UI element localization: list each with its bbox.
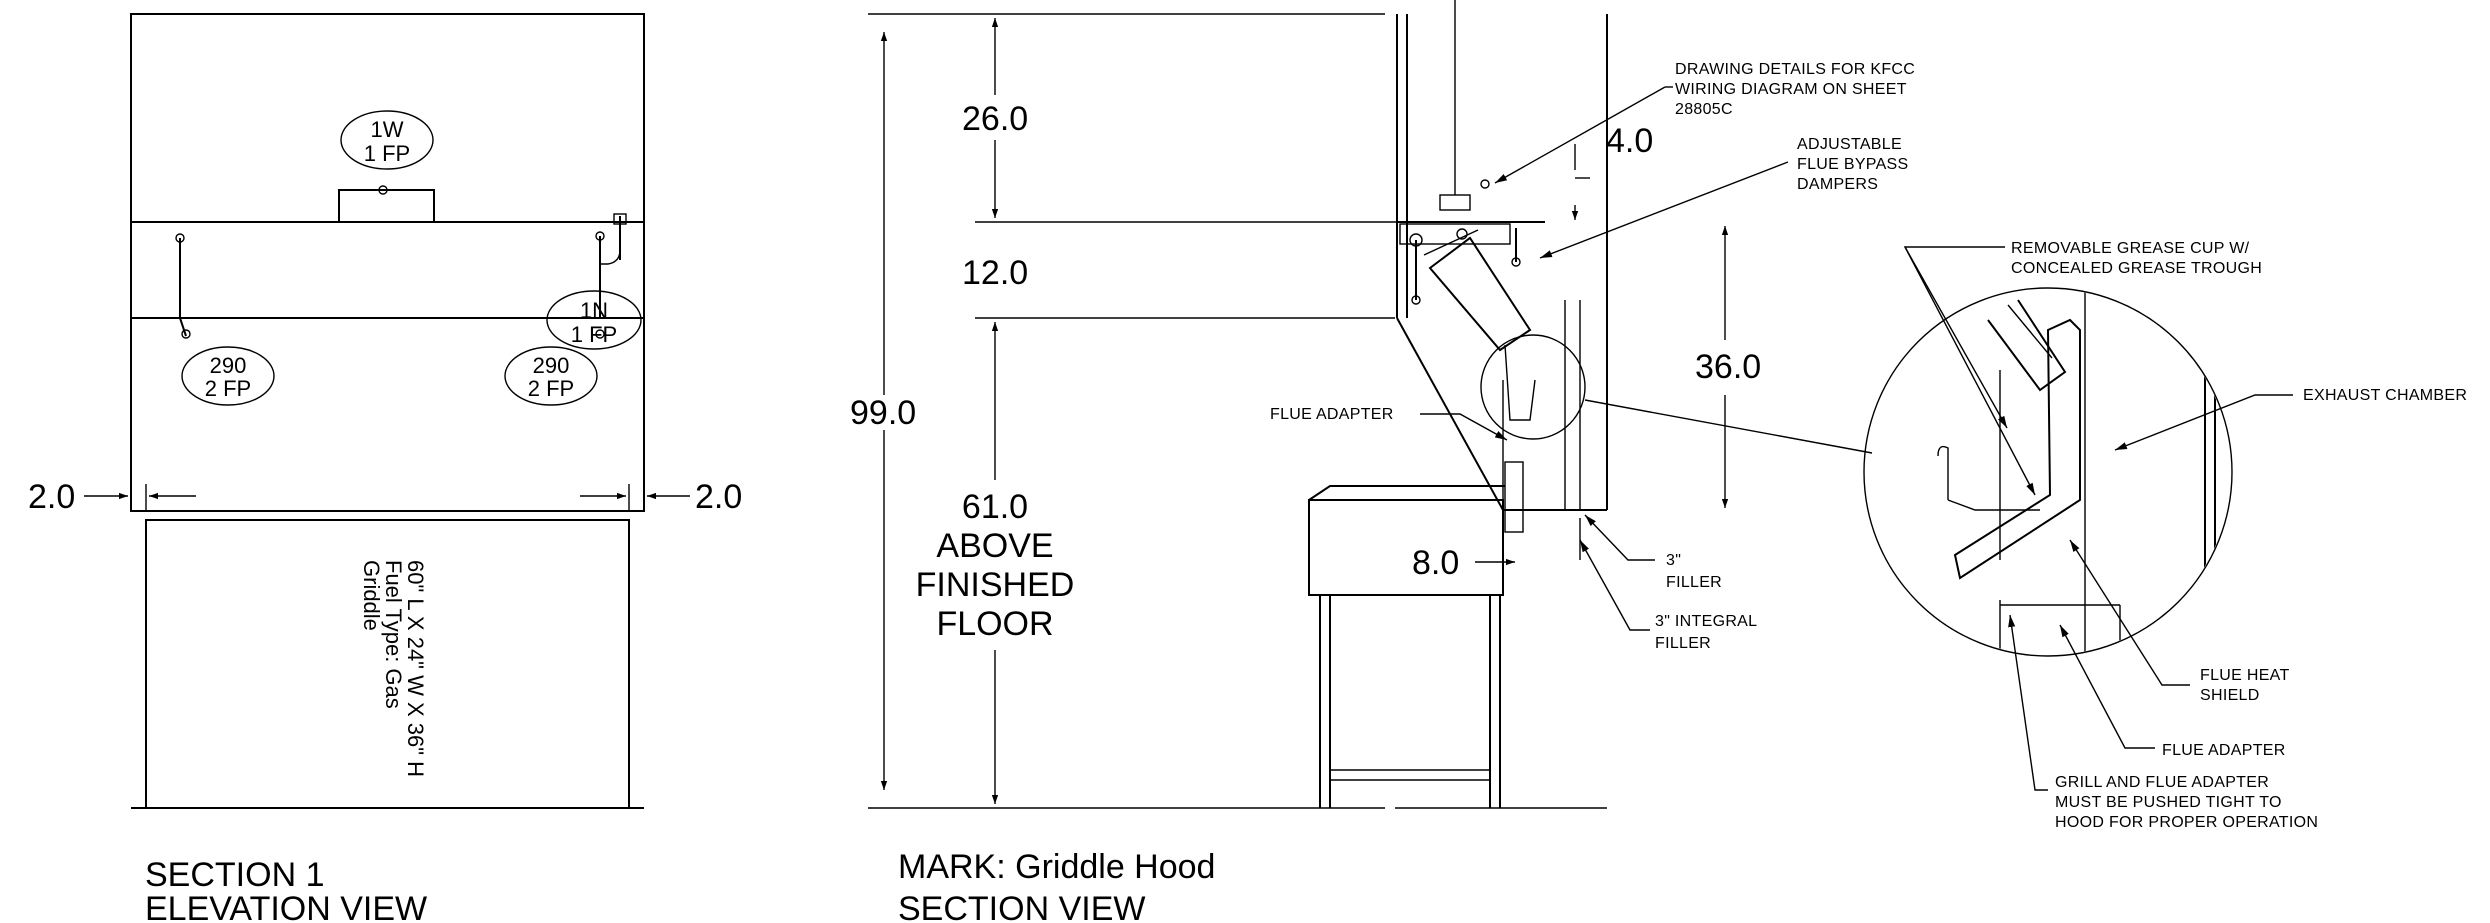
dim-99: 99.0: [850, 394, 916, 432]
griddle-side: [1308, 485, 1505, 808]
detail-circle: [1863, 287, 2233, 657]
tag-1n: [546, 290, 642, 350]
dim-61-line2: ABOVE: [936, 527, 1053, 565]
elevation-title-line2: ELEVATION VIEW: [145, 890, 427, 923]
dim-8: 8.0: [1412, 544, 1459, 582]
dim-61-line4: FLOOR: [936, 605, 1053, 643]
dim-2-left: 2.0: [28, 478, 75, 516]
dim-26: 26.0: [962, 100, 1028, 138]
note-integral-filler-1: 3" INTEGRAL: [1655, 613, 1757, 630]
tag-1w-line1: 1W: [371, 117, 404, 142]
section-title-line2: SECTION VIEW: [898, 890, 1145, 923]
note-heat-shield-1: FLUE HEAT: [2200, 667, 2290, 684]
note-dampers-2: FLUE BYPASS: [1797, 156, 1909, 173]
note-filler-2: FILLER: [1666, 574, 1722, 591]
tag-290-left-line1: 290: [210, 353, 247, 378]
dim-4: 4.0: [1606, 122, 1653, 160]
appliance-type: Griddle: [359, 560, 384, 631]
fire-suppression-box: [338, 189, 435, 223]
tag-290-left-line2: 2 FP: [205, 376, 251, 401]
dim-61-line1: 61.0: [962, 488, 1028, 526]
nozzle-left: [175, 233, 191, 339]
tag-1n-line2: 1 FP: [571, 322, 617, 347]
dim-12: 12.0: [962, 254, 1028, 292]
note-integral-filler-2: FILLER: [1655, 635, 1711, 652]
appliance-size: 60" L X 24" W X 36" H: [403, 560, 428, 777]
note-heat-shield-2: SHIELD: [2200, 687, 2260, 704]
note-wiring-2: WIRING DIAGRAM ON SHEET: [1675, 81, 1907, 98]
note-wiring-1: DRAWING DETAILS FOR KFCC: [1675, 61, 1915, 78]
note-grill-3: HOOD FOR PROPER OPERATION: [2055, 814, 2318, 831]
dim-61-line3: FINISHED: [916, 566, 1075, 604]
note-wiring-3: 28805C: [1675, 101, 1733, 118]
elevation-title-line1: SECTION 1: [145, 856, 324, 894]
dim-2-right: 2.0: [695, 478, 742, 516]
tag-1w-line2: 1 FP: [364, 141, 410, 166]
dim-36: 36.0: [1695, 348, 1761, 386]
note-dampers-1: ADJUSTABLE: [1797, 136, 1902, 153]
tag-290-right-line2: 2 FP: [528, 376, 574, 401]
tag-1w: [340, 110, 434, 170]
tag-290-right-line1: 290: [533, 353, 570, 378]
note-flue-adapter: FLUE ADAPTER: [1270, 406, 1394, 423]
note-grease-2: CONCEALED GREASE TROUGH: [2011, 260, 2262, 277]
nozzle-right: [595, 213, 627, 339]
appliance-fuel: Fuel Type: Gas: [381, 560, 406, 709]
elevation-view: 1W 1 FP 290 2 FP 290 2 FP 1N 1 FP 2.0 2.…: [28, 13, 742, 923]
detail-view: REMOVABLE GREASE CUP W/ CONCEALED GREASE…: [1863, 240, 2467, 831]
section-view: 99.0 26.0 12.0 61.0 ABOVE FINISHED FLOOR: [850, 0, 1915, 923]
note-dampers-3: DAMPERS: [1797, 176, 1878, 193]
section-title-line1: MARK: Griddle Hood: [898, 848, 1215, 886]
note-grease-1: REMOVABLE GREASE CUP W/: [2011, 240, 2250, 257]
detail-callout: [1480, 334, 1586, 440]
hood-outline: [130, 13, 645, 512]
tag-1n-line1: 1N: [580, 298, 608, 323]
note-grill-2: MUST BE PUSHED TIGHT TO: [2055, 794, 2282, 811]
appliance-label: 60" L X 24" W X 36" H Fuel Type: Gas Gri…: [359, 560, 428, 777]
note-exhaust: EXHAUST CHAMBER: [2303, 387, 2467, 404]
note-flue-adapter-detail: FLUE ADAPTER: [2162, 742, 2286, 759]
note-filler-1: 3": [1666, 552, 1681, 569]
hood-profile: [1396, 0, 1608, 560]
tag-290-right: [504, 346, 598, 406]
tag-290-left: [181, 346, 275, 406]
note-grill-1: GRILL AND FLUE ADAPTER: [2055, 774, 2269, 791]
